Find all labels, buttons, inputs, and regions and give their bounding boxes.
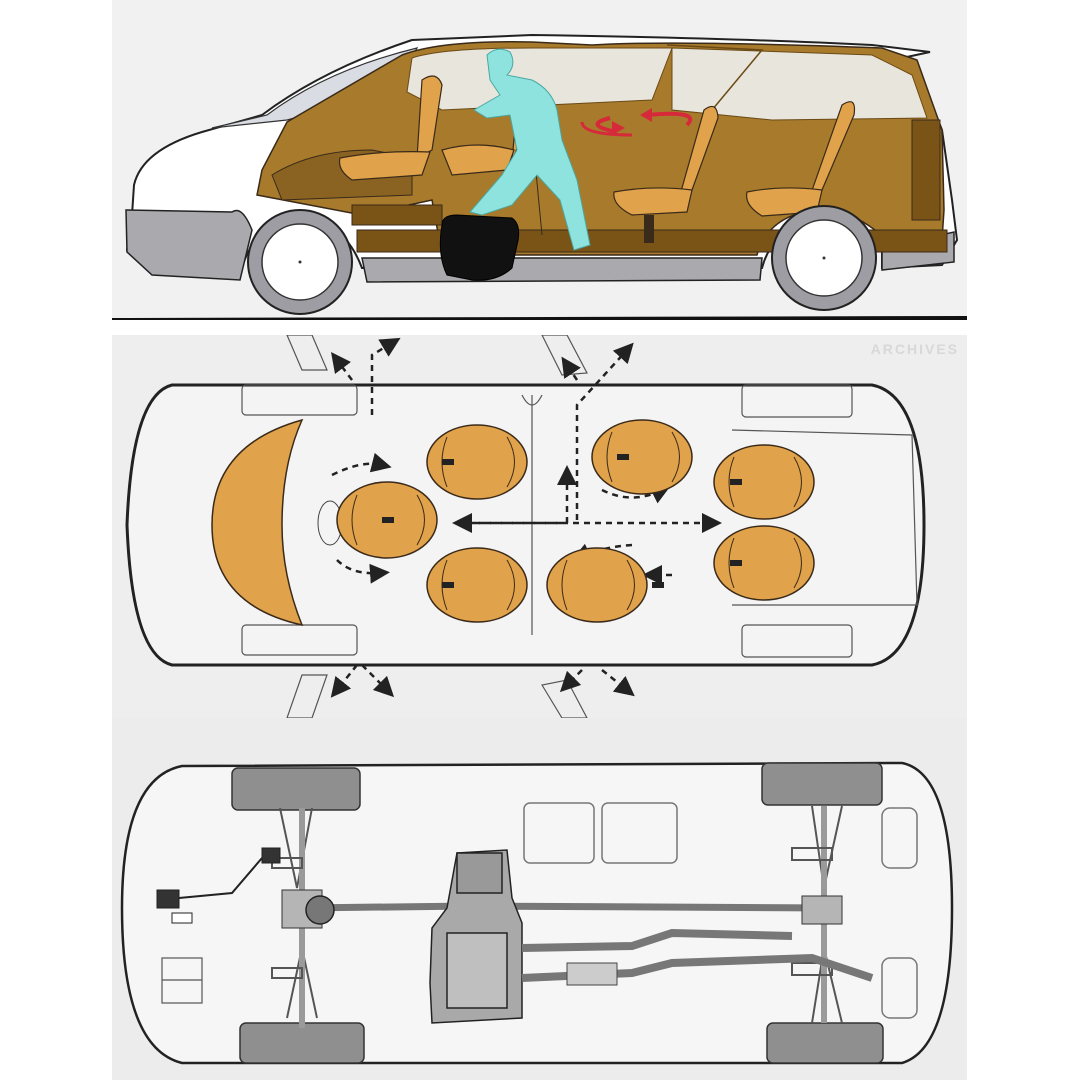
- front-hub: [305, 895, 335, 925]
- engine-block: [439, 214, 520, 281]
- muffler: [566, 962, 618, 986]
- rear-seat-right: [713, 525, 815, 601]
- door-outlines: [241, 335, 918, 718]
- rear-seat-left: [713, 444, 815, 520]
- side-seats: [338, 75, 856, 243]
- front-seat-left: [426, 424, 528, 500]
- rear-wheel: [771, 205, 877, 311]
- ground-line: [112, 316, 967, 320]
- side-cutaway-drawing: [112, 33, 967, 320]
- battery: [161, 957, 203, 1004]
- dashboard-top: [211, 418, 304, 627]
- watermark: ARCHIVES: [870, 341, 959, 357]
- driveshaft: [301, 902, 833, 912]
- side-cutaway-panel: [112, 0, 967, 320]
- spare-wheel-outline: [881, 807, 918, 1019]
- chassis-wheels: [231, 762, 884, 1064]
- middle-seat-left: [591, 419, 693, 495]
- driver-seat-side: [338, 75, 443, 181]
- rear-seat-side: [745, 101, 856, 217]
- middle-seat-right: [546, 547, 648, 623]
- middle-seat-side: [613, 105, 719, 243]
- chassis-outline: [120, 761, 954, 1065]
- front-seat-right: [426, 547, 528, 623]
- rotation-arrows-icon: [580, 108, 693, 137]
- dashed-arrow-icon: [330, 337, 722, 698]
- chassis-drawing: [120, 761, 954, 1065]
- fuel-tank: [523, 802, 678, 864]
- chassis-panel: [112, 718, 967, 1080]
- steering-assembly: [156, 847, 281, 924]
- rear-differential: [801, 895, 843, 925]
- front-wheel: [247, 209, 353, 315]
- car-outline-top: [125, 383, 926, 667]
- top-seating-drawing: [125, 335, 926, 718]
- person-figure: [469, 48, 591, 251]
- engine-block: [429, 849, 523, 1024]
- seat-slide-icons: [382, 454, 742, 588]
- seats-top: [336, 419, 815, 623]
- top-seating-panel: ARCHIVES: [112, 335, 967, 718]
